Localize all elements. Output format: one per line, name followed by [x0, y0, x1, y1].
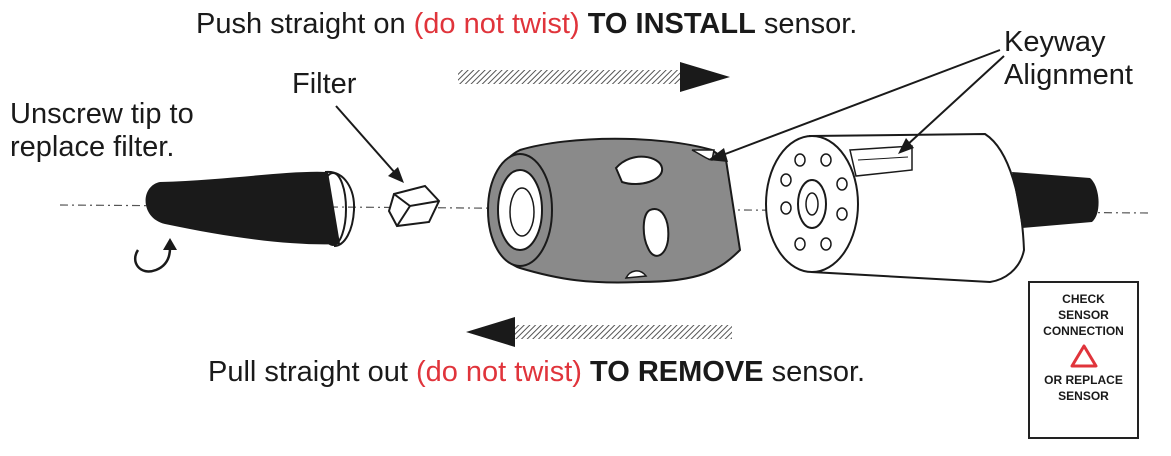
- remove-action: TO REMOVE: [590, 356, 764, 388]
- install-pre: Push straight on: [196, 8, 414, 40]
- remove-caption: Pull straight out (do not twist) TO REMO…: [208, 356, 865, 389]
- unscrew-line-2: replace filter.: [10, 131, 175, 164]
- warning-triangle-icon: [1070, 344, 1097, 368]
- install-caption: Push straight on (do not twist) TO INSTA…: [196, 8, 857, 41]
- keyway-line-1: Keyway: [1004, 26, 1106, 58]
- remove-pre: Pull straight out: [208, 356, 416, 388]
- keyway-pointer-arrows: [708, 49, 1005, 162]
- sensor-cylinder: [765, 132, 1099, 284]
- keyway-line-2: Alignment: [1004, 59, 1133, 92]
- install-warn: (do not twist): [413, 8, 580, 40]
- sensor-tip: [145, 170, 356, 247]
- filter-pointer-arrow: [335, 105, 404, 183]
- warning-card: CHECK SENSOR CONNECTION OR REPLACE SENSO…: [1028, 281, 1139, 439]
- rotate-arrow-icon: [133, 238, 177, 273]
- warning-line-3: CONNECTION: [1043, 324, 1124, 339]
- install-action: TO INSTALL: [587, 8, 756, 40]
- remove-post: sensor.: [763, 356, 866, 388]
- keyway-label: Keyway Alignment: [1004, 26, 1133, 93]
- arrow-left-icon: [466, 317, 732, 347]
- warning-line-5: SENSOR: [1058, 388, 1109, 403]
- install-post: sensor.: [755, 8, 858, 40]
- unscrew-label: Unscrew tip to replace filter.: [10, 98, 194, 165]
- warning-line-1: CHECK: [1062, 292, 1105, 306]
- warning-line-4: OR REPLACE: [1044, 372, 1123, 387]
- remove-warn: (do not twist): [415, 356, 582, 388]
- arrow-right-icon: [458, 62, 730, 92]
- warning-line-2: SENSOR: [1058, 308, 1109, 323]
- filter-element: [387, 184, 441, 228]
- sensor-connector-body: [487, 137, 742, 284]
- filter-label: Filter: [292, 68, 357, 100]
- unscrew-line-1: Unscrew tip to: [10, 98, 194, 130]
